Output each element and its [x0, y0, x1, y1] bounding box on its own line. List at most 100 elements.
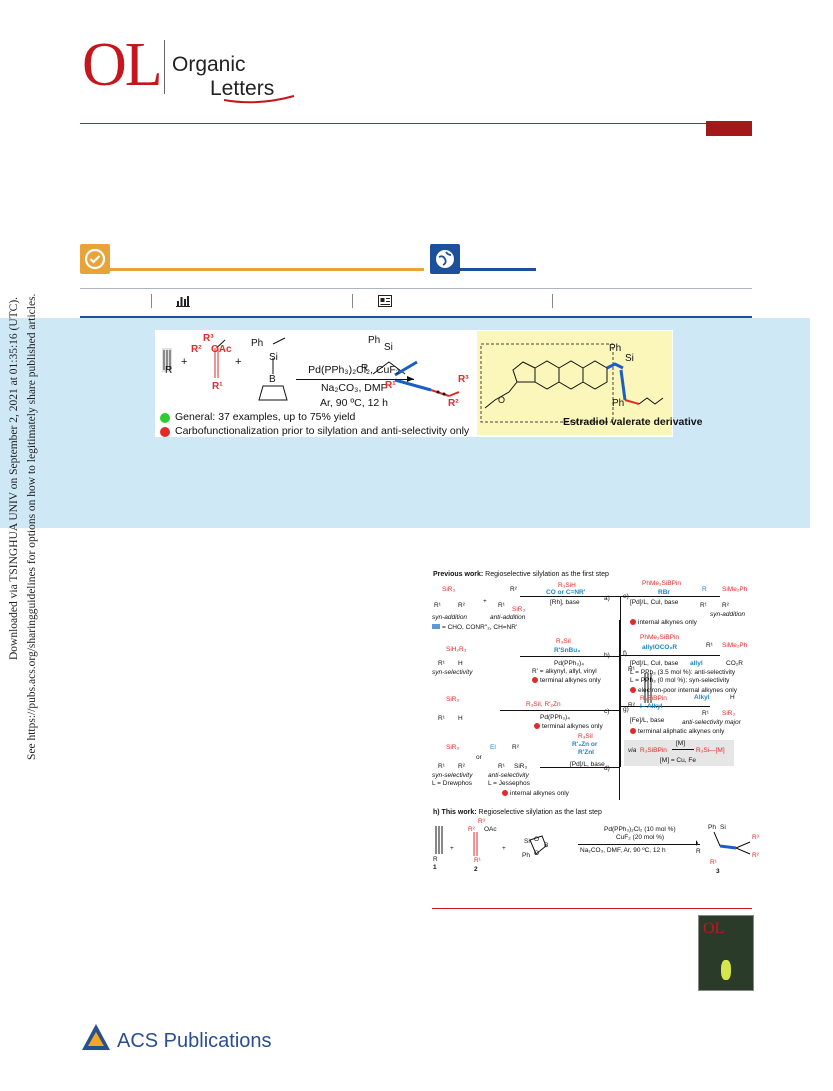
h-cond2: CuF₂ (20 mol %): [616, 834, 665, 841]
b-SiH2R3: SiH₂R₃: [446, 646, 467, 653]
toc-conditions: Pd(PPh₃)₂Cl₂, CuF₂ Na₂CO₃, DMF Ar, 90 ºC…: [296, 363, 412, 411]
c-H: H: [458, 715, 463, 722]
f-label: f): [623, 650, 627, 657]
g-reagent2: I– Alkyl: [640, 703, 663, 710]
estr-Ph2-label: Ph: [612, 398, 625, 409]
d-R2b: R²: [512, 744, 519, 751]
metrics-bottom-rule: [80, 316, 752, 318]
metrics-top-rule: [80, 288, 752, 289]
a-prod2-R2: R²: [510, 586, 517, 593]
g-SiR3: SiR₃: [722, 710, 736, 717]
sharing-watermark[interactable]: See https://pubs.acs.org/sharingguidelin…: [26, 293, 38, 760]
h-OAc: OAc: [484, 826, 497, 833]
h-plus-2: +: [502, 845, 506, 852]
d-reagent1: R₃SiI: [578, 733, 593, 740]
toc-product-Si: Si: [384, 342, 393, 353]
d-lig2: L = Jessephos: [488, 780, 530, 787]
metrics-chart-icon[interactable]: [176, 295, 190, 307]
d-R2: R²: [458, 763, 465, 770]
green-bullet: [160, 413, 170, 423]
toc-Ph-label: Ph: [251, 338, 264, 349]
f-l2: L = PPh₃ (0 mol %): syn-selectivity: [630, 677, 730, 684]
h-compound-3: 3: [716, 868, 720, 875]
h-prod-R3: R³: [752, 834, 759, 841]
f-R1: R¹: [706, 642, 713, 649]
core-R2: R²: [628, 702, 635, 709]
toc-product-R3: R³: [458, 374, 469, 385]
h-prod-R: R: [696, 848, 701, 855]
f-l1: L = PPh₃ (3.5 mol %): anti-selectivity: [630, 669, 736, 676]
g-only: terminal aliphatic alkynes only: [630, 728, 724, 735]
f-cond: [Pd]/L, CuI, base: [630, 660, 679, 667]
b-sel: syn-selectivity: [432, 669, 473, 676]
a-label: a): [604, 595, 610, 602]
e-only: internal alkynes only: [630, 619, 697, 626]
a-prod2-R1: R¹: [498, 602, 505, 609]
d-or: or: [476, 754, 482, 761]
a-prod1-sel: syn-addition: [432, 614, 468, 621]
journal-logo-letters: OL: [82, 31, 163, 99]
bullet-general: General: 37 examples, up to 75% yield: [175, 411, 356, 423]
h-cond3: Na₂CO₃, DMF, Ar, 90 ºC, 12 h: [580, 847, 666, 854]
a-prod2-sel: anti-addition: [490, 614, 526, 621]
b-cond: Pd(PPh₃)₄: [554, 660, 584, 667]
b-reagent1: R₃SiI: [556, 638, 571, 645]
d-only: internal alkynes only: [502, 790, 569, 797]
b-only: terminal alkynes only: [532, 677, 601, 684]
d-sel2: anti-selectivity: [488, 772, 529, 779]
toc-reagent-bot: Ar, 90 ºC, 12 h: [319, 397, 389, 409]
h-title: Regioselective silylation as the last st…: [476, 809, 602, 816]
h-compound-2: 2: [474, 866, 478, 873]
toc-product-R1: R¹: [385, 380, 396, 391]
toc-reagent-mid: Na₂CO₃, DMF: [320, 382, 388, 394]
g-Alkyl: Alkyl: [694, 694, 710, 701]
h-R2: R²: [468, 826, 475, 833]
h-Si: Si: [524, 838, 530, 845]
e-sel: syn-addition: [710, 611, 746, 618]
a-plus: +: [483, 598, 487, 605]
e-R1: R¹: [700, 602, 707, 609]
metrics-separator: [151, 294, 152, 308]
e-SiMe2Ph: SiMe₂Ph: [722, 586, 748, 593]
global-access-badge[interactable]: [430, 244, 460, 274]
toc-OAc-label: OAc: [211, 344, 232, 355]
a-SiR3-1: SiR₃: [442, 586, 456, 593]
acs-logo-icon: [82, 1024, 110, 1050]
prev-title-bold: Previous work:: [433, 571, 484, 578]
toc-scheme: [162, 337, 664, 423]
globe-icon: [436, 250, 454, 268]
d-reagent3: R'ZnI: [578, 749, 594, 756]
estr-Si-label: Si: [625, 353, 634, 364]
toc-plus-2: +: [235, 356, 242, 368]
journal-cover-thumbnail[interactable]: OL: [698, 915, 754, 991]
e-R: R: [702, 586, 707, 593]
g-label: g): [623, 706, 629, 713]
g-cond: [Fe]/L, base: [630, 717, 665, 724]
via-M: [M]: [676, 740, 686, 747]
check-circle-icon: [84, 248, 106, 270]
h-R1: R¹: [474, 857, 481, 864]
toc-product-R2: R²: [448, 398, 459, 409]
h-cond1: Pd(PPh₃)₂Cl₂ (10 mol %): [604, 826, 676, 833]
global-underline: [460, 268, 536, 271]
via-product: R₃Si—[M]: [696, 747, 725, 754]
h-structures: [435, 826, 751, 856]
e-R2: R²: [722, 602, 729, 609]
open-access-badge[interactable]: [80, 244, 110, 274]
h-plus-1: +: [450, 845, 454, 852]
g-R1: R¹: [702, 710, 709, 717]
metrics-separator: [552, 294, 553, 308]
toc-R2-label: R²: [191, 344, 202, 355]
d-R1: R¹: [438, 763, 445, 770]
derivative-label: Estradiol valerate derivative: [563, 416, 703, 428]
article-recommendations-icon[interactable]: [378, 295, 392, 307]
e-cond: [Pd]/L, CuI, base: [630, 599, 679, 606]
toc-Si-label: Si: [269, 352, 278, 363]
header-rule: [80, 123, 752, 124]
c-cond: Pd(PPh₃)₄: [540, 714, 570, 721]
b-H: H: [458, 660, 463, 667]
toc-reagent-top: Pd(PPh₃)₂Cl₂, CuF₂: [308, 364, 400, 376]
e-reagent1: PhMe₂SiBPin: [642, 580, 682, 587]
journal-name-line1: Organic: [172, 53, 246, 76]
a-cond: [Rh], base: [550, 599, 580, 606]
